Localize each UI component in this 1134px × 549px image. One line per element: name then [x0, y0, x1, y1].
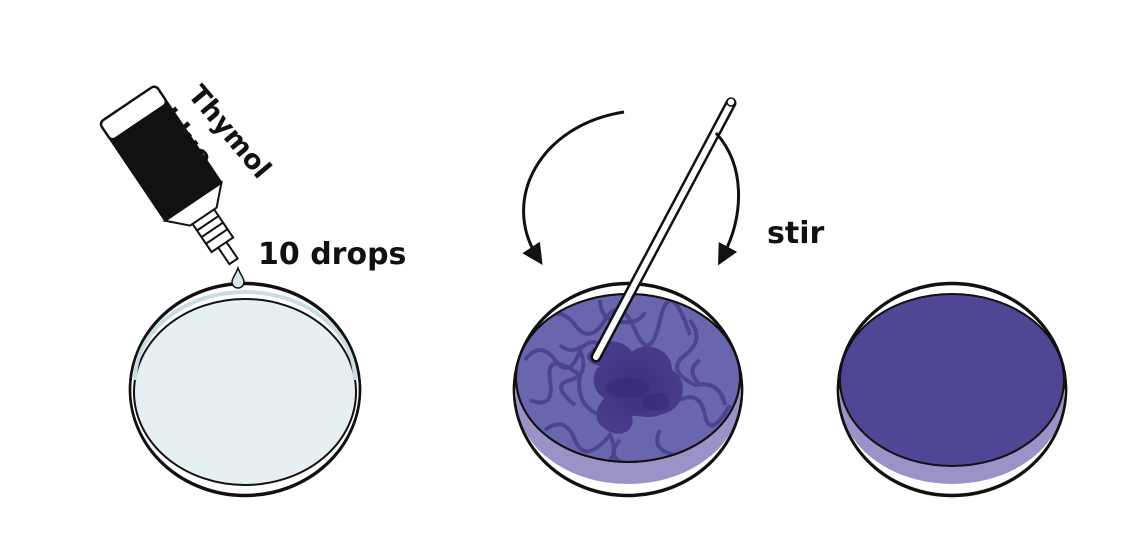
dropper-bottle-icon	[99, 85, 240, 266]
swirl-pattern	[523, 298, 732, 462]
drops-label: 10 drops	[258, 237, 406, 272]
petri-dish-purple	[836, 281, 1068, 498]
stirring-rod-icon	[590, 97, 737, 363]
drop-icon	[231, 265, 245, 289]
stir-label: stir	[767, 216, 824, 251]
petri-dish-water	[128, 281, 362, 498]
dye-blob	[587, 341, 683, 434]
circular-arrow-icon	[522, 110, 740, 266]
petri-dish-stirring	[512, 281, 744, 498]
